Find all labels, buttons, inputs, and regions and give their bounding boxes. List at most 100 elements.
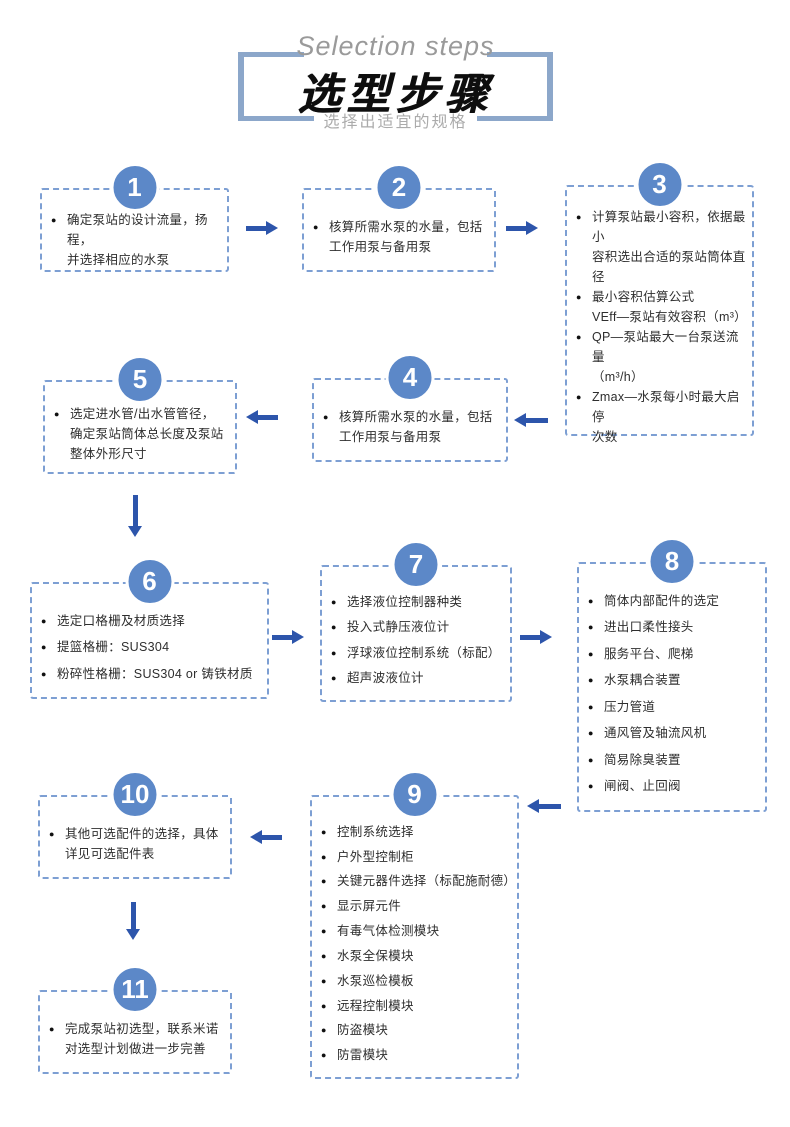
bullet-text: 有毒气体检测模块 <box>337 924 440 939</box>
bullet-text: 防雷模块 <box>337 1048 389 1063</box>
bullet-text: 控制系统选择 <box>337 824 414 839</box>
bullet-item: ● 投入式静压液位计 <box>331 617 507 637</box>
step-box-7: 7 ●选择液位控制器种类●投入式静压液位计●浮球液位控制系统（标配）●超声波液位… <box>320 540 512 702</box>
bullet-item: ● Zmax—水泵每小时最大启停 次数 <box>576 387 749 447</box>
bullet-icon: ● <box>331 597 337 608</box>
bullet-item: ● 通风管及轴流风机 <box>588 723 762 743</box>
bullet-item: ●选定进水管/出水管管径， 确定泵站筒体总长度及泵站 整体外形尺寸 <box>54 404 232 464</box>
bullet-text: 水泵耦合装置 <box>604 673 681 688</box>
bullet-item: ●计算泵站最小容积，依据最小 容积选出合适的泵站筒体直径 <box>576 207 749 287</box>
bullet-text: 通风管及轴流风机 <box>604 726 707 741</box>
bullet-item: ●防盗模块 <box>321 1020 514 1040</box>
bullet-icon: ● <box>576 392 582 402</box>
bullet-item: ●水泵耦合装置 <box>588 670 762 690</box>
bullet-icon: ● <box>49 1023 55 1034</box>
step-number-label: 6 <box>142 566 157 596</box>
step-number-label: 11 <box>121 974 149 1004</box>
bullet-icon: ● <box>331 672 337 683</box>
step-box-5: 5 ●选定进水管/出水管管径， 确定泵站筒体总长度及泵站 整体外形尺寸 <box>43 355 237 474</box>
step-box-2: 2 ● 核算所需水泵的水量，包括 工作用泵与备用泵 <box>302 163 496 272</box>
bullet-icon: ● <box>576 212 582 222</box>
step-number-label: 8 <box>664 546 680 576</box>
header-bar-top-right <box>487 52 553 57</box>
bullet-item: ●QP—泵站最大一台泵送流量 （m³/h） <box>576 327 749 387</box>
bullet-icon: ● <box>321 1050 327 1061</box>
bullet-text: 水泵全保模块 <box>337 948 414 963</box>
step-box-1: 1 ●确定泵站的设计流量，扬程， 并选择相应的水泵 <box>40 163 229 272</box>
step-number-2: 2 <box>374 163 424 212</box>
bullet-text: 户外型控制柜 <box>337 849 414 864</box>
bullet-item: ●水泵全保模块 <box>321 946 514 966</box>
bullet-text: 筒体内部配件的选定 <box>604 593 720 608</box>
bullet-item: ●浮球液位控制系统（标配） <box>331 643 507 663</box>
bullet-item: ●进出口柔性接头 <box>588 617 762 637</box>
bullet-item: ● 粉碎性格栅：SUS304 or 铸铁材质 <box>41 664 264 684</box>
bullet-text: 显示屏元件 <box>337 899 402 914</box>
bullet-text: 粉碎性格栅：SUS304 or 铸铁材质 <box>57 666 253 681</box>
bullet-item: ● 户外型控制柜 <box>321 847 514 867</box>
step-box-8: 8 ●筒体内部配件的选定●进出口柔性接头●服务平台、爬梯●水泵耦合装置●压力管道… <box>577 537 767 812</box>
step-items-7: ●选择液位控制器种类●投入式静压液位计●浮球液位控制系统（标配）●超声波液位计 <box>331 587 507 693</box>
bullet-icon: ● <box>41 668 47 679</box>
bullet-text: 核算所需水泵的水量，包括 工作用泵与备用泵 <box>329 219 483 254</box>
bullet-icon: ● <box>313 221 319 232</box>
bullet-text: 选定进水管/出水管管径， 确定泵站筒体总长度及泵站 整体外形尺寸 <box>70 406 224 461</box>
bullet-item: ●提篮格栅：SUS304 <box>41 637 264 657</box>
bullet-item: ● 完成泵站初选型，联系米诺 对选型计划做进一步完善 <box>49 1019 227 1059</box>
bullet-item: ●简易除臭装置 <box>588 750 762 770</box>
bullet-text: 其他可选配件的选择，具体 详见可选配件表 <box>65 826 219 861</box>
arrow-right-icon <box>246 221 278 235</box>
bullet-icon: ● <box>321 851 327 862</box>
header-bar-bottom-right <box>477 116 553 121</box>
bullet-item: ● 核算所需水泵的水量，包括 工作用泵与备用泵 <box>323 407 503 447</box>
bullet-icon: ● <box>588 728 594 739</box>
bullet-icon: ● <box>576 292 582 302</box>
arrow-left-icon <box>527 799 561 813</box>
bullet-icon: ● <box>588 701 594 712</box>
step-items-11: ● 完成泵站初选型，联系米诺 对选型计划做进一步完善 <box>49 1012 227 1065</box>
bullet-text: 选定口格栅及材质选择 <box>57 613 186 628</box>
bullet-item: ● 防雷模块 <box>321 1045 514 1065</box>
step-box-9: 9 ●控制系统选择●户外型控制柜●关键元器件选择（标配施耐德）●显示屏元件●有毒… <box>310 770 519 1079</box>
step-number-label: 10 <box>120 779 150 809</box>
arrow-left-icon <box>246 410 278 424</box>
bullet-text: 完成泵站初选型，联系米诺 对选型计划做进一步完善 <box>65 1021 219 1056</box>
bullet-item: ● 控制系统选择 <box>321 822 514 842</box>
step-number-4: 4 <box>385 353 435 402</box>
bullet-icon: ● <box>321 1000 327 1011</box>
arrow-down-icon <box>128 495 142 537</box>
bullet-icon: ● <box>323 411 329 422</box>
arrow-left-icon <box>250 830 282 844</box>
step-box-4: 4 ● 核算所需水泵的水量，包括 工作用泵与备用泵 <box>312 353 508 462</box>
bullet-text: 浮球液位控制系统（标配） <box>347 645 501 660</box>
step-number-label: 4 <box>402 362 418 392</box>
bullet-item: ●筒体内部配件的选定 <box>588 591 762 611</box>
bullet-icon: ● <box>321 876 327 887</box>
bullet-text: 核算所需水泵的水量，包括 工作用泵与备用泵 <box>339 409 493 444</box>
bullet-text: 最小容积估算公式 VEff—泵站有效容积（m³） <box>592 290 747 324</box>
bullet-text: Zmax—水泵每小时最大启停 次数 <box>592 390 740 444</box>
step-items-6: ●选定口格栅及材质选择●提篮格栅：SUS304●粉碎性格栅：SUS304 or … <box>41 604 264 690</box>
step-items-8: ●筒体内部配件的选定●进出口柔性接头●服务平台、爬梯●水泵耦合装置●压力管道●通… <box>588 584 762 803</box>
bullet-text: 压力管道 <box>604 699 656 714</box>
bullet-icon: ● <box>41 615 47 626</box>
step-number-5: 5 <box>115 355 165 404</box>
bullet-icon: ● <box>321 901 327 912</box>
bullet-icon: ● <box>41 642 47 652</box>
bullet-text: 投入式静压液位计 <box>347 620 450 635</box>
step-items-1: ●确定泵站的设计流量，扬程， 并选择相应的水泵 <box>51 210 224 267</box>
step-number-3: 3 <box>635 160 684 209</box>
bullet-text: 关键元器件选择（标配施耐德） <box>337 874 517 889</box>
bullet-item: ●服务平台、爬梯 <box>588 644 762 664</box>
step-items-5: ●选定进水管/出水管管径， 确定泵站筒体总长度及泵站 整体外形尺寸 <box>54 402 232 465</box>
bullet-icon: ● <box>588 648 594 659</box>
bullet-item: ●超声波液位计 <box>331 668 507 688</box>
bullet-icon: ● <box>331 622 337 633</box>
bullet-item: ●其他可选配件的选择，具体 详见可选配件表 <box>49 824 227 864</box>
left-bracket-icon <box>238 52 244 121</box>
header-subtitle: 选择出适宜的规格 <box>323 114 468 131</box>
arrow-left-icon <box>514 413 548 427</box>
bullet-icon: ● <box>321 826 327 837</box>
step-number-8: 8 <box>647 537 697 586</box>
